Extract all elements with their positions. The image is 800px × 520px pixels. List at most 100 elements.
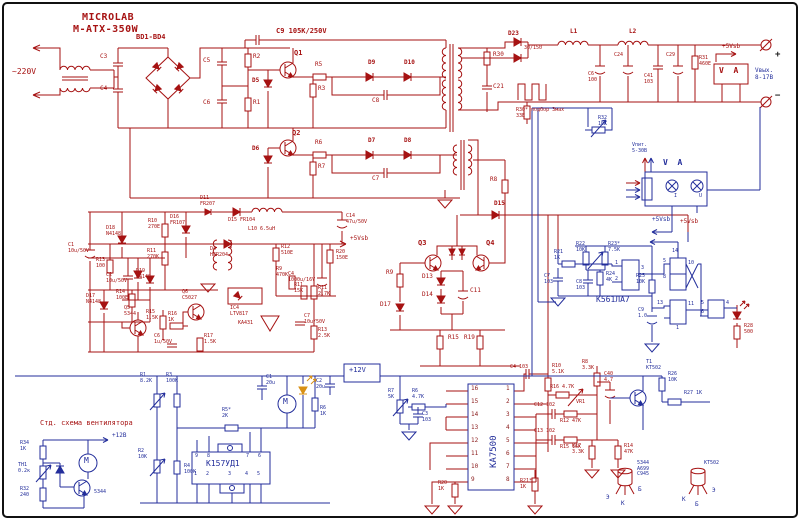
label-r2: R2	[253, 53, 261, 60]
label-d5: D5	[252, 77, 260, 84]
label-g-pin8: 8	[663, 274, 667, 280]
label-op-pin6: 6	[258, 453, 262, 459]
label-c29: C29	[666, 52, 676, 58]
label-d23: D23	[508, 30, 519, 37]
label-c9: C9 105K/250V	[276, 27, 327, 35]
label-ic-pin9: 9	[471, 476, 475, 483]
label-r5: R5	[315, 61, 323, 68]
label-k157-name: К157УД1	[206, 459, 240, 468]
label-d10: D10	[404, 59, 415, 66]
label-g-pin14: 14	[672, 248, 679, 254]
label-r14-pwm: R14 47К	[624, 443, 634, 455]
label-c8: C8	[372, 97, 380, 104]
label-pin-e1: Э	[606, 494, 610, 501]
label-vpit: Vпит. 5-30В	[632, 142, 648, 154]
label-c2-op: C2 20u	[316, 378, 326, 390]
label-c6-sb: C6 1u/50V	[154, 333, 173, 345]
label-ic-pin7: 7	[506, 463, 510, 470]
label-r13-sb: R13 100	[96, 257, 106, 269]
label-ic-pin2: 2	[506, 398, 510, 405]
label-r24-g: R24 4К	[606, 271, 616, 283]
label-c12: C12 102	[534, 402, 556, 408]
label-r6-pwm: R6 4.7К	[412, 388, 425, 400]
label-r6-op: R6 1К	[320, 405, 327, 417]
label-r32-trim: R32 10К	[598, 115, 608, 127]
label-c4-pwm: C4 103	[510, 364, 529, 370]
label-r8-hb: R8	[490, 176, 498, 183]
label-d13: D13	[422, 273, 433, 280]
label-r19: R19	[464, 334, 475, 341]
label-d23-rating: 30/150	[524, 45, 543, 51]
label-va-mid: V A	[663, 158, 683, 167]
label-r8-pwm: R8 3.3К	[582, 359, 595, 371]
wire-layer-red	[32, 34, 773, 515]
label-op-pin5: 5	[257, 471, 261, 477]
label-r23-g: R23* 7.5К	[608, 241, 621, 253]
label-p5vsb-right: +5Vsb	[680, 218, 699, 225]
label-r17-pwm: R17 3.3К	[572, 443, 585, 455]
label-c4-sb: C4 1000u/16V	[288, 271, 316, 283]
label-r4-op: R4 100К	[184, 463, 197, 475]
label-ic4: IC4 LTV817	[230, 305, 249, 317]
label-ic-pin16: 16	[471, 385, 479, 392]
label-c3-pwm: C3 103	[422, 411, 432, 423]
label-g-pin5: 5	[663, 258, 667, 264]
label-op-pin4: 4	[245, 471, 249, 477]
label-r2-op: R2 10К	[138, 448, 148, 460]
label-r15-sb: R15 1.5К	[146, 309, 159, 321]
label-c7-g: C7 103	[544, 273, 554, 285]
label-c2-sb: C2 10u/50V	[106, 272, 128, 284]
label-out-plus: +	[775, 50, 781, 60]
label-c7-sb: C7 10u/50V	[304, 313, 326, 325]
label-d8: D8	[404, 137, 412, 144]
label-p12v-box: +12V	[349, 366, 366, 374]
label-pin-k2: К	[682, 496, 686, 503]
label-bridge: BD1-BD4	[136, 33, 166, 41]
label-r6: R6	[315, 139, 323, 146]
label-c14: C14 47u/50V	[346, 213, 368, 225]
label-g-pin2: 2	[615, 276, 619, 282]
label-c6-out: C6 100	[588, 71, 598, 83]
label-ic-pin13: 13	[471, 424, 479, 431]
label-r16-pwm: R16 4.7К	[550, 384, 575, 390]
label-r20-sb: R20 150Е	[336, 249, 349, 261]
label-ic-pin12: 12	[471, 437, 479, 444]
label-r27: R27 1К	[684, 390, 703, 396]
label-ic-pin3: 3	[506, 411, 510, 418]
label-c7-pri: C7	[372, 175, 380, 182]
label-r26: R26 10К	[668, 371, 678, 383]
label-p12-fan: +12В	[112, 432, 127, 439]
label-g-pin11: 11	[688, 301, 695, 307]
label-th1: TH1 0.2к	[18, 462, 31, 474]
label-ka431: КА431	[238, 320, 254, 326]
label-r34: R34 1К	[20, 440, 30, 452]
label-c24: C24	[614, 52, 624, 58]
label-ic-pin8: 8	[506, 476, 510, 483]
label-g-pin1b: 1	[676, 325, 680, 331]
label-g-pin3: 3	[641, 265, 645, 271]
label-d19: D19 N4148	[136, 268, 152, 280]
label-c6-in: C6	[203, 99, 211, 106]
label-l10: L10 6.5uH	[248, 226, 276, 232]
label-q1: Q1	[294, 49, 303, 57]
label-r3: R3	[318, 85, 326, 92]
label-va-top: V A	[719, 66, 739, 75]
label-t1: T1 КТ502	[646, 359, 662, 371]
label-d15-hb: D15	[494, 200, 505, 207]
label-r12-sb: R12 510Е	[281, 244, 294, 256]
label-k561-name: К561ЛА7	[596, 295, 630, 304]
label-d18: D18 N4148	[106, 225, 122, 237]
label-r25-g: R25 10К	[636, 273, 646, 285]
label-c4: C4	[100, 85, 108, 92]
label-p5vsb-top: +5Vsb	[722, 43, 741, 50]
label-g-pin13: 13	[657, 300, 664, 306]
label-pin-b2: Б	[695, 501, 699, 508]
label-g-pin1: 1	[615, 260, 619, 266]
label-r7-pwm: R7 5К	[388, 388, 395, 400]
label-r14-sb: R14 100Е	[116, 289, 129, 301]
label-r21-g: R21 1К	[554, 249, 564, 261]
label-c13: C13 102	[534, 428, 556, 434]
label-ic-pin1: 1	[506, 385, 510, 392]
label-q6: Q6 C5027	[182, 289, 198, 301]
label-m1: M	[84, 456, 89, 465]
